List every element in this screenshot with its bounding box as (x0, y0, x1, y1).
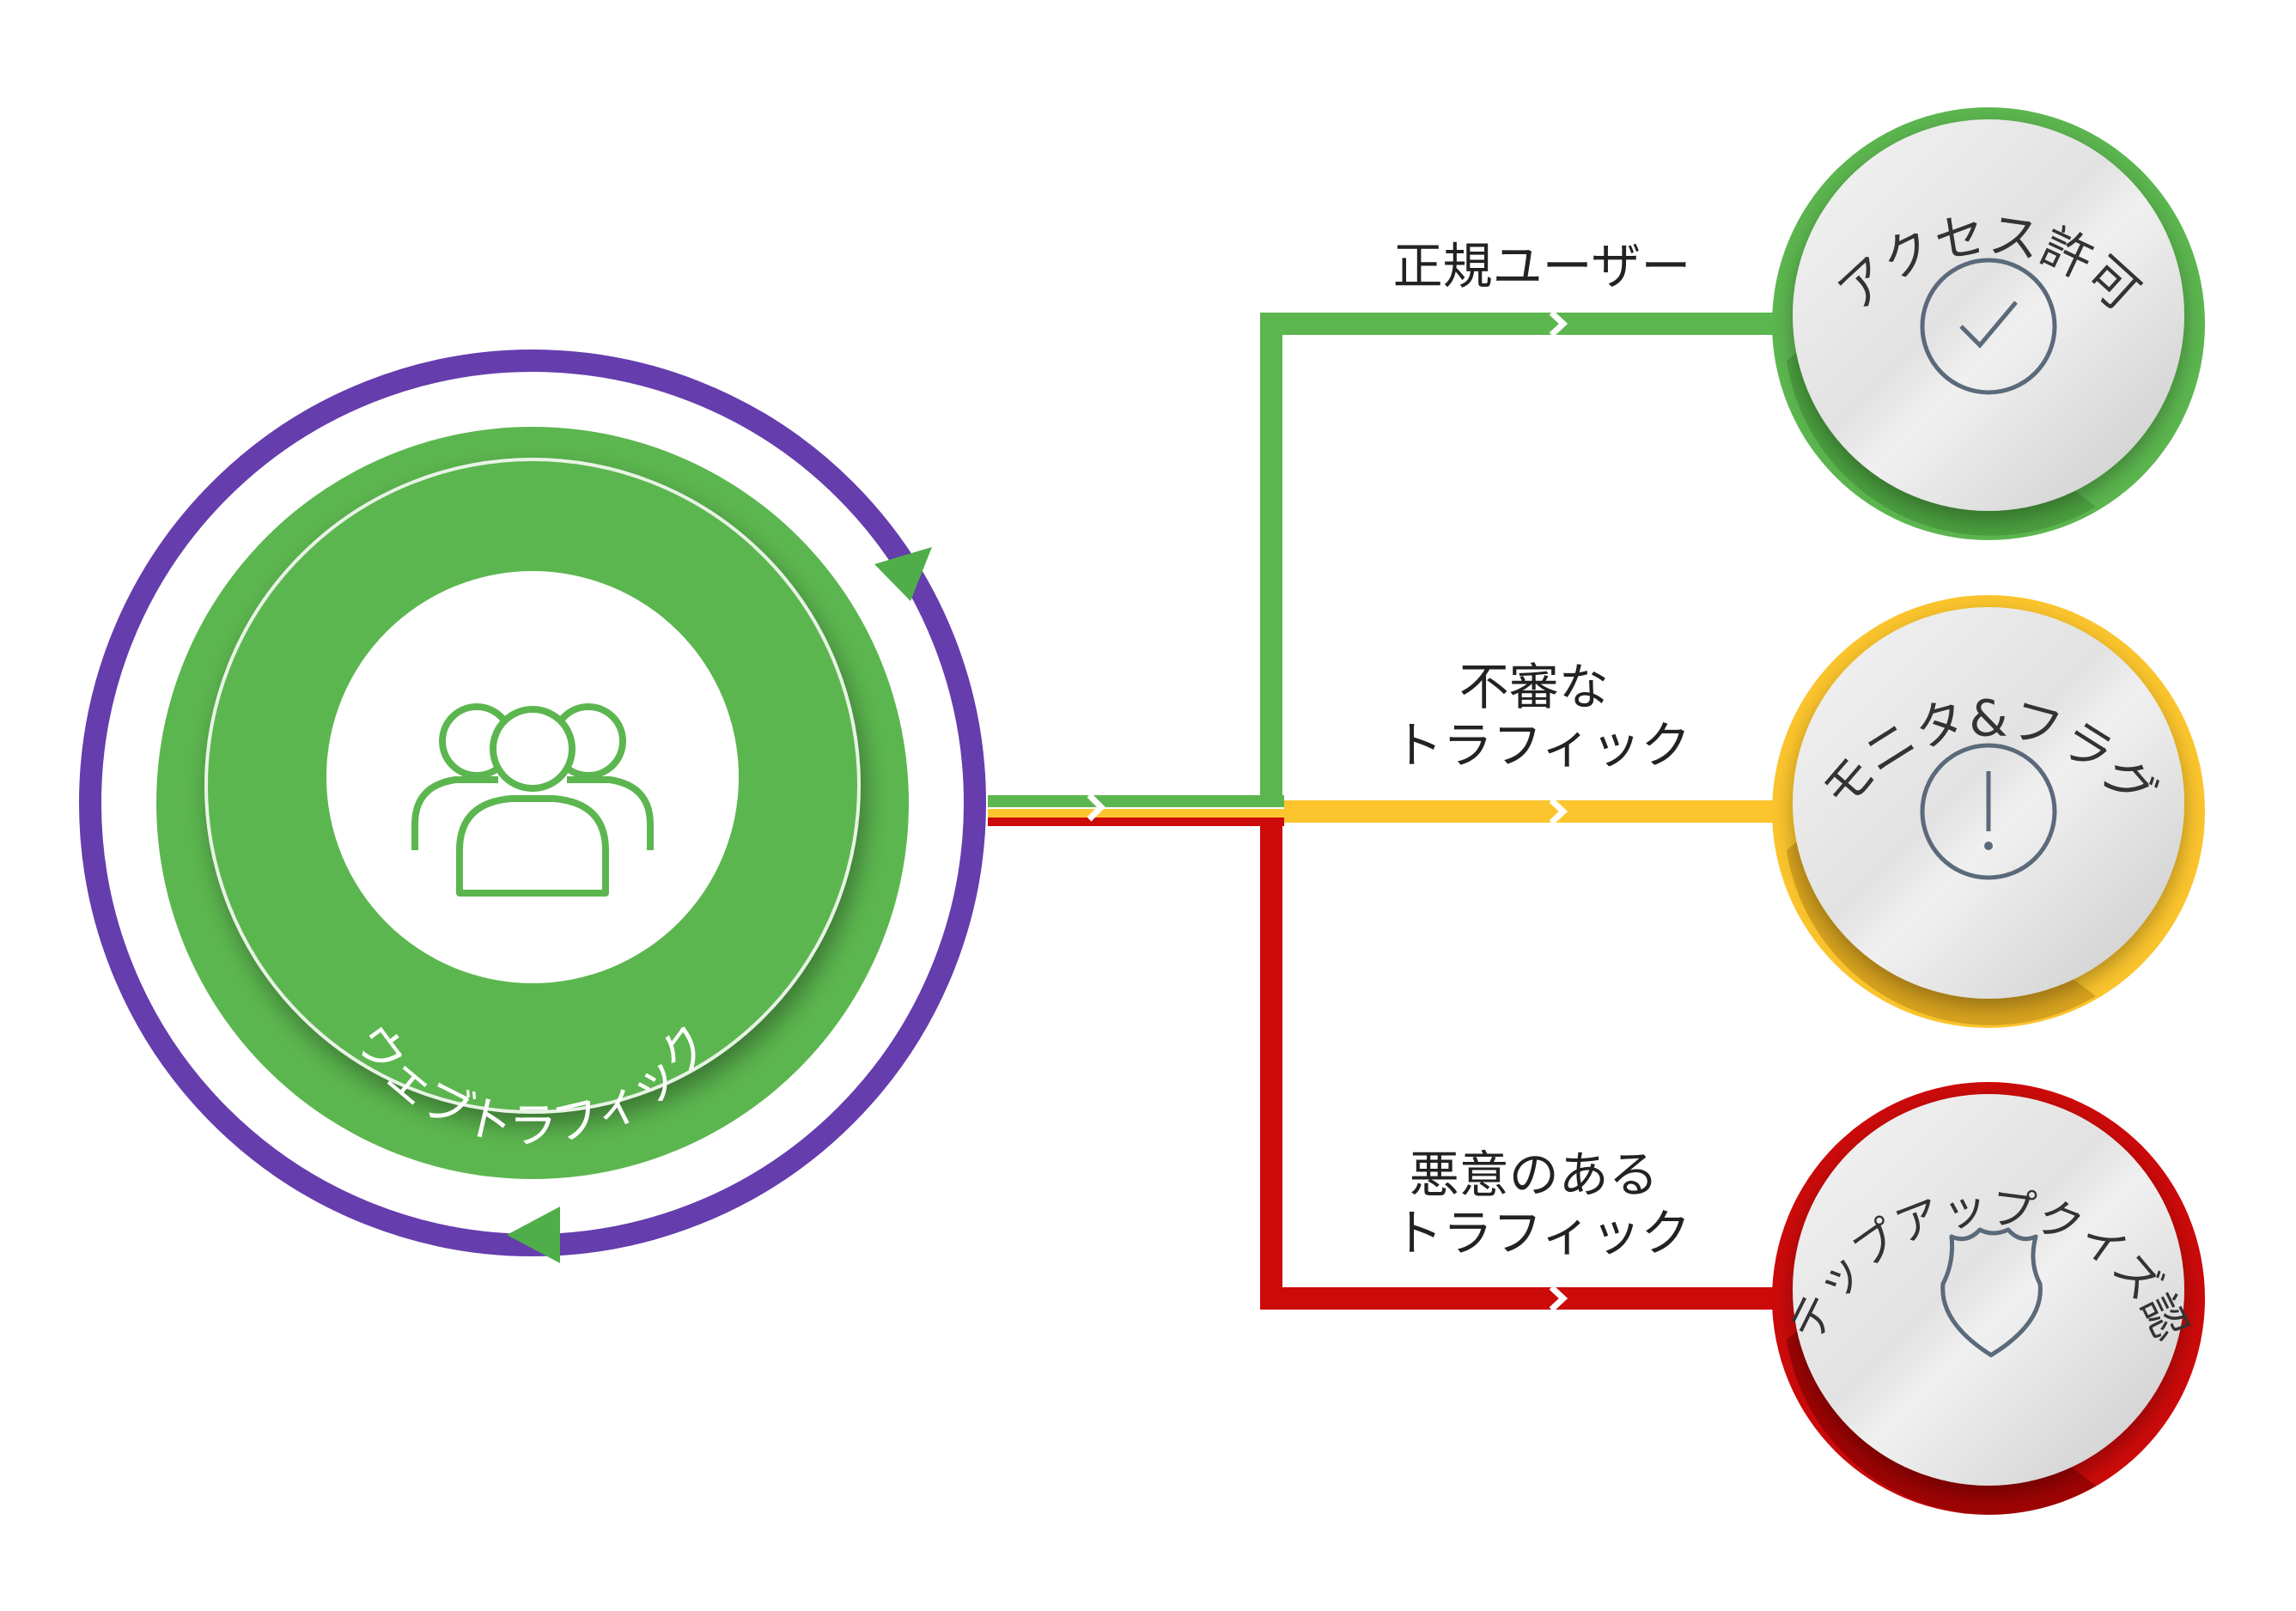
branch-label-legit: 正規ユーザー (1393, 237, 1691, 295)
outcome-node-legit: アクセス許可 (1772, 107, 2205, 540)
chevron-icon (1549, 310, 1568, 337)
branch-label-malicious: 悪意のある トラフィック (1393, 1146, 1691, 1262)
ring-arrow-bottom-icon (507, 1207, 560, 1263)
checkmark-icon (1959, 301, 2018, 349)
exclamation-circle-icon (1920, 743, 2057, 880)
checkmark-circle-icon (1920, 258, 2057, 395)
branch-labels: 正規ユーザー 不審な トラフィック 悪意のある トラフィック (1393, 237, 1691, 1262)
ring-arrow-top-icon (874, 547, 932, 601)
branch-line-malicious (1260, 823, 1795, 1310)
users-group-icon (411, 703, 654, 897)
connector-lines (988, 310, 1795, 1312)
branch-label-suspicious: 不審な トラフィック (1393, 658, 1691, 775)
branch-line-legit (1260, 313, 1795, 806)
chevron-icon (1549, 1285, 1568, 1312)
source-node: ウェブトラフィック (79, 350, 986, 1263)
chevron-icon (1087, 793, 1105, 822)
shield-icon (1940, 1227, 2043, 1358)
outcome-node-suspicious: モニタ&フラグ (1772, 595, 2205, 1028)
chevron-icon (1549, 798, 1568, 825)
